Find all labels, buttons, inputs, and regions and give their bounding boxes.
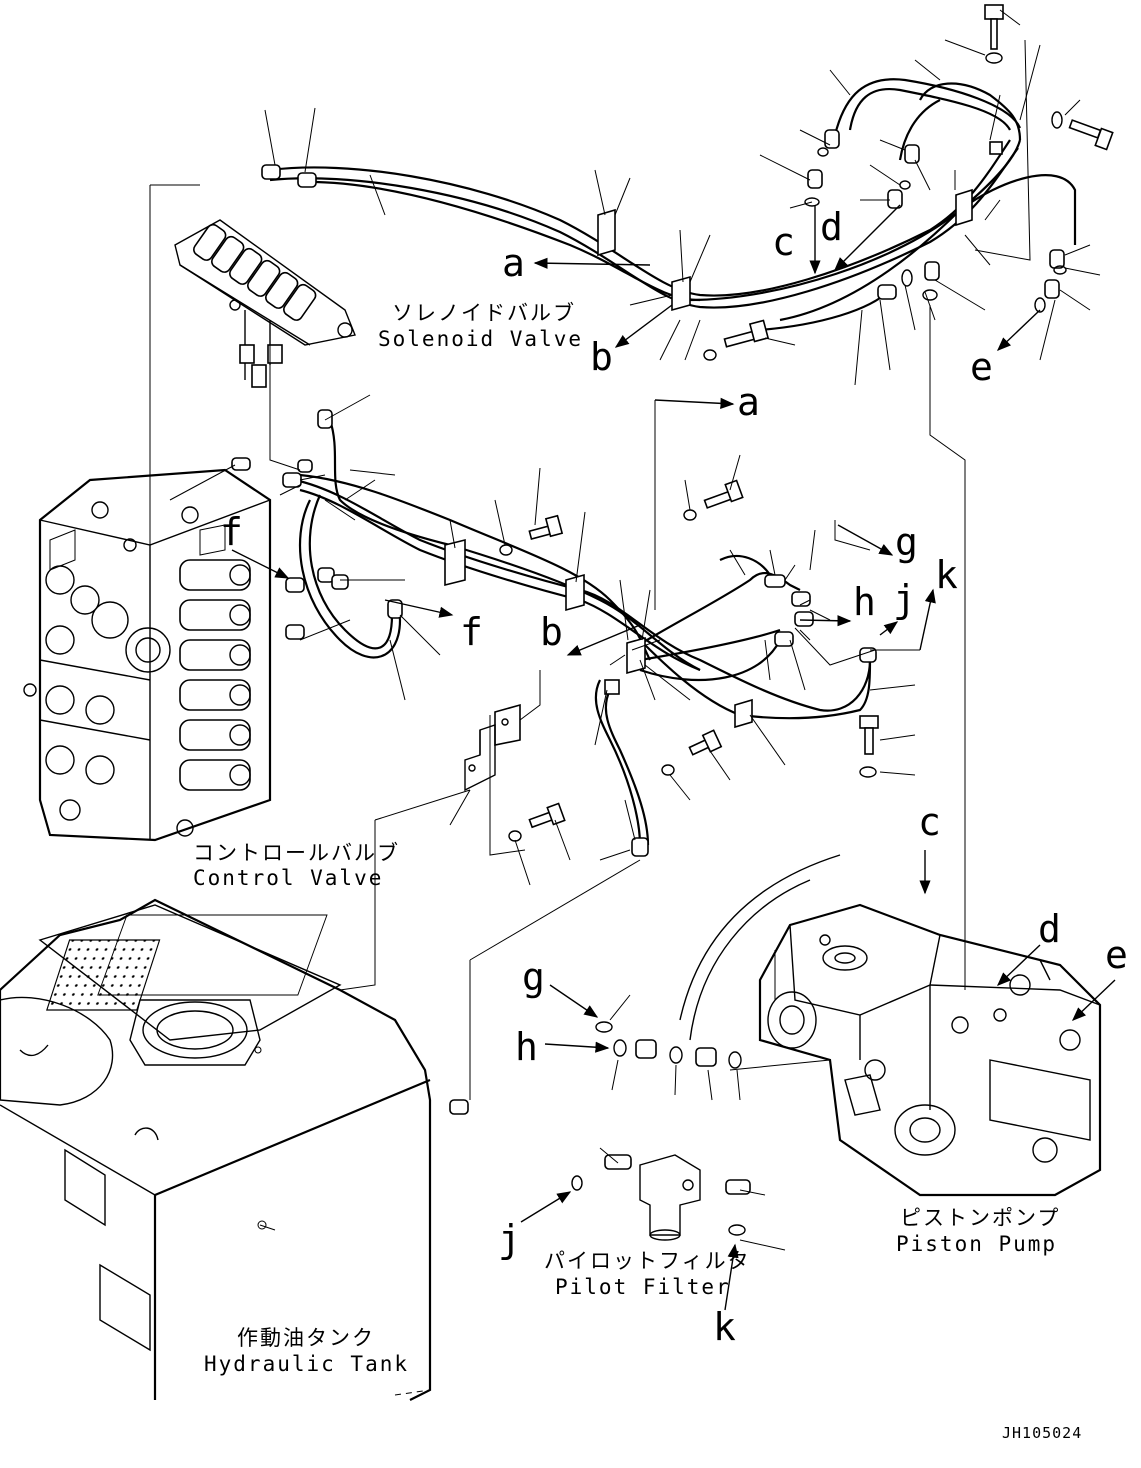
pilot-filter <box>571 1154 751 1241</box>
piston-pump-label-jp: ピストンポンプ <box>900 1206 1060 1230</box>
ref-letter-g-middle: g <box>895 520 918 564</box>
solenoid-valve <box>174 219 356 388</box>
ref-letter-j-lower: j <box>498 1217 521 1261</box>
ref-letter-h-middle: h <box>853 580 876 624</box>
ref-letter-b-upper: b <box>590 335 613 379</box>
ref-letter-f-left: f <box>220 510 243 554</box>
ref-letter-e-pump: e <box>1105 933 1128 977</box>
ref-letter-f-middle: f <box>460 610 483 654</box>
ref-letter-j-middle: j <box>893 577 916 621</box>
ref-letter-k-middle: k <box>935 553 958 597</box>
reference-arrows <box>231 204 1116 1311</box>
connection-lines <box>149 39 1031 1251</box>
ref-letter-k-lower: k <box>713 1305 736 1349</box>
pilot-filter-label-jp: パイロットフィルタ <box>544 1249 751 1273</box>
ref-letter-d-upper: d <box>820 205 843 249</box>
upper-hose-harness <box>261 4 1114 386</box>
piston-pump <box>679 854 1102 1197</box>
ref-letter-a-middle: a <box>737 380 760 424</box>
control-valve <box>23 468 272 842</box>
hydraulic-tank <box>0 898 432 1401</box>
piston-pump-label-en: Piston Pump <box>896 1232 1057 1256</box>
lower-hose-harness <box>231 394 916 1115</box>
solenoid-valve-label-en: Solenoid Valve <box>378 327 583 351</box>
ref-letter-c-pump: c <box>918 800 941 844</box>
ref-letter-h-lower: h <box>515 1025 538 1069</box>
hydraulic-tank-label-en: Hydraulic Tank <box>204 1352 409 1376</box>
component-labels: ソレノイドバルブ Solenoid Valve コントロールバルブ Contro… <box>193 301 1082 1442</box>
ref-letter-b-middle: b <box>540 610 563 654</box>
hydraulic-tank-label-jp: 作動油タンク <box>237 1326 375 1350</box>
ref-letter-c-upper: c <box>772 220 795 264</box>
reference-letters: a b c d e a b f f g h j k c d e g h j k <box>220 205 1128 1349</box>
solenoid-valve-label-jp: ソレノイドバルブ <box>392 301 576 325</box>
drawing-code: JH105024 <box>1002 1424 1082 1442</box>
ref-letter-e-upper: e <box>970 345 993 389</box>
control-valve-label-jp: コントロールバルブ <box>193 841 400 865</box>
ref-letter-a-upper: a <box>502 241 525 285</box>
pilot-filter-label-en: Pilot Filter <box>555 1275 731 1299</box>
pump-fittings <box>595 1021 742 1069</box>
ref-letter-g-lower: g <box>522 955 545 999</box>
ref-letter-d-pump: d <box>1038 907 1061 951</box>
control-valve-label-en: Control Valve <box>193 866 383 890</box>
